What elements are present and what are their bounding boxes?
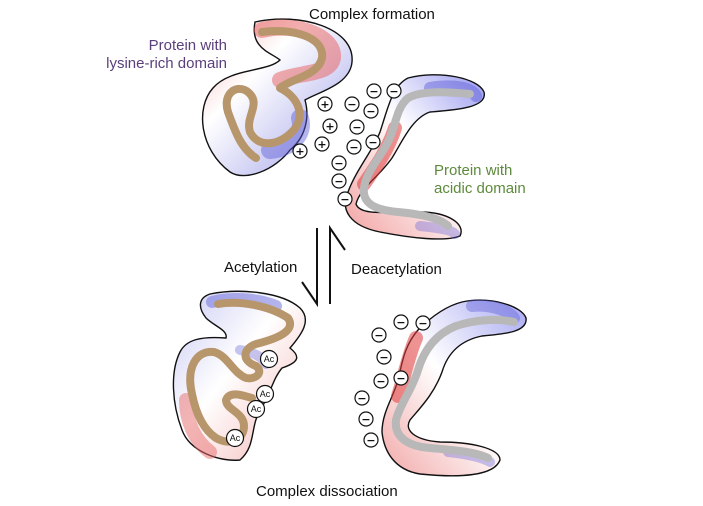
- negative-charge: −: [373, 373, 389, 389]
- negative-charge: −: [393, 370, 409, 386]
- acidic-protein-top-core: [359, 88, 474, 230]
- lysine-protein-label-line1: Protein with: [148, 37, 227, 54]
- acetyl-label: Ac: [260, 389, 271, 399]
- negative-charge: −: [371, 327, 387, 343]
- equilibrium-arrows: [301, 224, 346, 308]
- negative-charge: −: [331, 155, 347, 171]
- acetylation-arrow: [301, 228, 318, 308]
- negative-charge: −: [363, 432, 379, 448]
- negative-symbol: −: [374, 329, 383, 342]
- negative-symbol: −: [418, 317, 427, 330]
- acidic-protein-bottom-core: [391, 315, 518, 462]
- acetyl-label: Ac: [264, 354, 275, 364]
- negative-symbol: −: [347, 98, 356, 111]
- negative-symbol: −: [396, 372, 405, 385]
- negative-symbol: −: [334, 175, 343, 188]
- acidic-protein-top: [344, 74, 485, 240]
- acetyl-group: Ac: [225, 428, 245, 448]
- complex-formation-title: Complex formation: [309, 6, 435, 23]
- negative-symbol: −: [352, 121, 361, 134]
- deacetylation-label: Deacetylation: [351, 261, 442, 278]
- negative-symbol: −: [366, 105, 375, 118]
- negative-symbol: −: [368, 136, 377, 149]
- acetyl-label: Ac: [251, 404, 262, 414]
- negative-charge: −: [337, 191, 353, 207]
- positive-symbol: +: [317, 138, 326, 151]
- positive-charge: +: [317, 96, 333, 112]
- negative-symbol: −: [357, 392, 366, 405]
- acidic-protein-label-line1: Protein with: [434, 162, 513, 179]
- lysine-protein-bottom-core: [186, 298, 294, 446]
- positive-symbol: +: [295, 145, 304, 158]
- acetyl-groups: Ac Ac Ac Ac: [225, 349, 279, 448]
- lysine-protein-label-line2: lysine-rich domain: [106, 55, 227, 72]
- negative-charge: −: [349, 119, 365, 135]
- negative-symbol: −: [396, 316, 405, 329]
- lysine-protein-top-core: [222, 27, 327, 162]
- negative-charge: −: [354, 390, 370, 406]
- negative-charge: −: [358, 411, 374, 427]
- negative-charge: −: [346, 139, 362, 155]
- acetyl-group: Ac: [259, 349, 279, 369]
- negative-charge: −: [415, 315, 431, 331]
- acetylation-label: Acetylation: [224, 259, 298, 276]
- negative-charge: −: [365, 134, 381, 150]
- positive-symbol: +: [325, 120, 334, 133]
- negative-symbol: −: [369, 85, 378, 98]
- acetyl-group: Ac: [246, 399, 266, 419]
- negative-symbol: −: [334, 157, 343, 170]
- negative-charges-top: − − − − − − − − − −: [331, 83, 402, 207]
- negative-symbol: −: [349, 141, 358, 154]
- negative-charges-bottom: − − − − − − − − −: [354, 314, 431, 448]
- negative-symbol: −: [376, 375, 385, 388]
- acidic-protein-bottom: [381, 299, 527, 477]
- negative-symbol: −: [389, 85, 398, 98]
- negative-charge: −: [363, 103, 379, 119]
- positive-charge: +: [322, 118, 338, 134]
- acetyl-label: Ac: [230, 433, 241, 443]
- positive-symbol: +: [320, 98, 329, 111]
- acetyl-group: Ac: [255, 384, 275, 404]
- negative-charge: −: [331, 173, 347, 189]
- negative-symbol: −: [361, 413, 370, 426]
- positive-charge: +: [314, 136, 330, 152]
- acidic-protein-label-line2: acidic domain: [434, 180, 526, 197]
- negative-symbol: −: [379, 351, 388, 364]
- negative-symbol: −: [366, 434, 375, 447]
- lysine-protein-top: [201, 18, 353, 177]
- negative-charge: −: [344, 96, 360, 112]
- deacetylation-arrow: [329, 224, 346, 304]
- negative-charge: −: [393, 314, 409, 330]
- negative-charge: −: [376, 349, 392, 365]
- complex-dissociation-title: Complex dissociation: [256, 483, 398, 500]
- positive-charge: +: [292, 143, 308, 159]
- negative-charge: −: [386, 83, 402, 99]
- negative-symbol: −: [340, 193, 349, 206]
- negative-charge: −: [366, 83, 382, 99]
- positive-charges-top: + + + +: [292, 96, 338, 159]
